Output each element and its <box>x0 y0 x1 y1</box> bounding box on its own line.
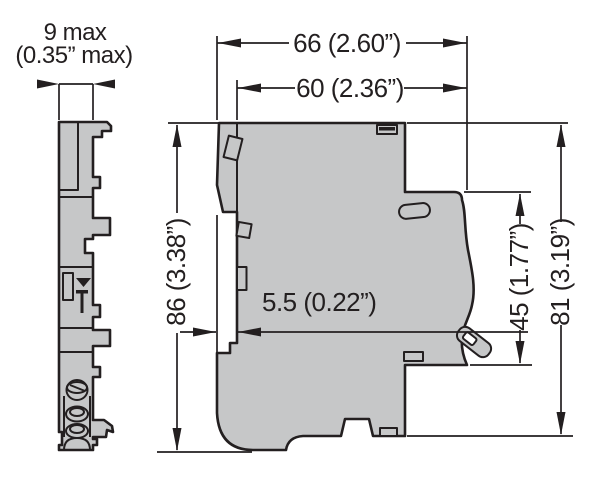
dim-din-offset: 5.5 (0.22”) <box>180 215 528 360</box>
left-edge-tab-upper <box>235 220 253 240</box>
dim-overall-width-label: 66 (2.60”) <box>293 28 401 58</box>
side-view-inner-details <box>222 124 493 437</box>
dim-body-height: 81 (3.19”) <box>407 122 575 437</box>
dim-overall-height: 86 (3.38”) <box>157 122 252 453</box>
dim-overall-height-label: 86 (3.38”) <box>161 218 191 326</box>
bottom-arch <box>63 437 91 451</box>
bottom-tab <box>379 427 398 437</box>
dim-side-width-label-in: (0.35” max) <box>15 42 132 69</box>
terminal-screws <box>65 379 89 439</box>
dim-upper-width-label: 60 (2.36”) <box>296 73 404 103</box>
step-tab <box>403 351 424 362</box>
dim-body-height-label: 81 (3.19”) <box>545 218 575 326</box>
side-view <box>215 121 493 452</box>
left-edge-tab-lower <box>236 266 248 291</box>
end-view-inner-details <box>59 122 93 451</box>
dim-side-width: 9 max (0.35” max) <box>15 19 133 120</box>
flange-slot <box>222 134 244 162</box>
top-vent <box>376 124 398 135</box>
end-view-body <box>57 120 115 452</box>
din-clip-lever <box>455 325 493 359</box>
dim-clip-height: 45 (1.77”) <box>464 191 534 366</box>
indicator-triangle <box>76 278 91 287</box>
handle-slot <box>398 202 431 220</box>
screw-slot <box>76 290 88 294</box>
dim-overall-width: 66 (2.60”) <box>216 28 468 190</box>
dim-din-offset-label: 5.5 (0.22”) <box>262 287 376 317</box>
dim-clip-height-label: 45 (1.77”) <box>504 223 534 331</box>
dim-upper-width: 60 (2.36”) <box>236 73 467 120</box>
dim-side-width-label-mm: 9 max <box>44 19 107 46</box>
end-view <box>57 120 115 452</box>
